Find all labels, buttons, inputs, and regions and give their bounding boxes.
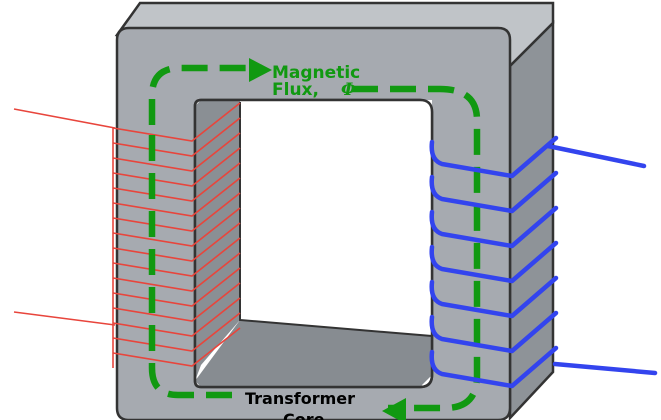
secondary-turns bbox=[429, 135, 559, 389]
secondary-turn bbox=[429, 275, 559, 319]
secondary-turn bbox=[429, 345, 559, 389]
secondary-turn bbox=[429, 205, 559, 249]
flux-label-line2: Flux, bbox=[272, 80, 319, 100]
primary-turn bbox=[112, 282, 241, 322]
core-window-outline bbox=[193, 98, 434, 389]
primary-turn bbox=[112, 132, 241, 172]
core-label-line2: Core bbox=[283, 410, 325, 420]
primary-turn bbox=[112, 147, 241, 187]
core-window-bottom-wall bbox=[195, 320, 432, 387]
magnetic-flux-path bbox=[148, 64, 481, 412]
primary-turns bbox=[112, 102, 241, 368]
primary-turn bbox=[112, 327, 241, 367]
core-label-line1: Transformer bbox=[245, 389, 355, 408]
flux-symbol: Φ bbox=[341, 80, 356, 100]
secondary-winding bbox=[429, 135, 658, 389]
flux-arrow-bottom bbox=[382, 398, 406, 420]
secondary-turn bbox=[429, 310, 559, 354]
flux-arrow-top bbox=[249, 58, 272, 82]
secondary-turn bbox=[429, 135, 559, 179]
primary-turn bbox=[112, 252, 241, 292]
core-window-edge bbox=[239, 102, 433, 337]
primary-turn bbox=[112, 192, 241, 232]
secondary-turn bbox=[429, 170, 559, 214]
primary-lead-top bbox=[13, 108, 116, 129]
primary-winding bbox=[13, 102, 241, 368]
primary-turn bbox=[112, 222, 241, 262]
primary-turn bbox=[112, 267, 241, 307]
primary-lead-bottom bbox=[13, 311, 116, 326]
primary-turn bbox=[112, 117, 241, 157]
secondary-turn bbox=[429, 240, 559, 284]
primary-turn bbox=[112, 207, 241, 247]
primary-turn bbox=[112, 102, 241, 142]
primary-turn bbox=[112, 162, 241, 202]
primary-turn bbox=[112, 237, 241, 277]
primary-turn bbox=[112, 177, 241, 217]
flux-label-line1: Magnetic bbox=[272, 63, 360, 83]
secondary-lead-bottom bbox=[552, 361, 658, 376]
secondary-lead-top bbox=[545, 143, 647, 169]
primary-turn bbox=[112, 297, 241, 337]
primary-turn bbox=[112, 312, 241, 352]
core-window-opening bbox=[240, 100, 432, 336]
